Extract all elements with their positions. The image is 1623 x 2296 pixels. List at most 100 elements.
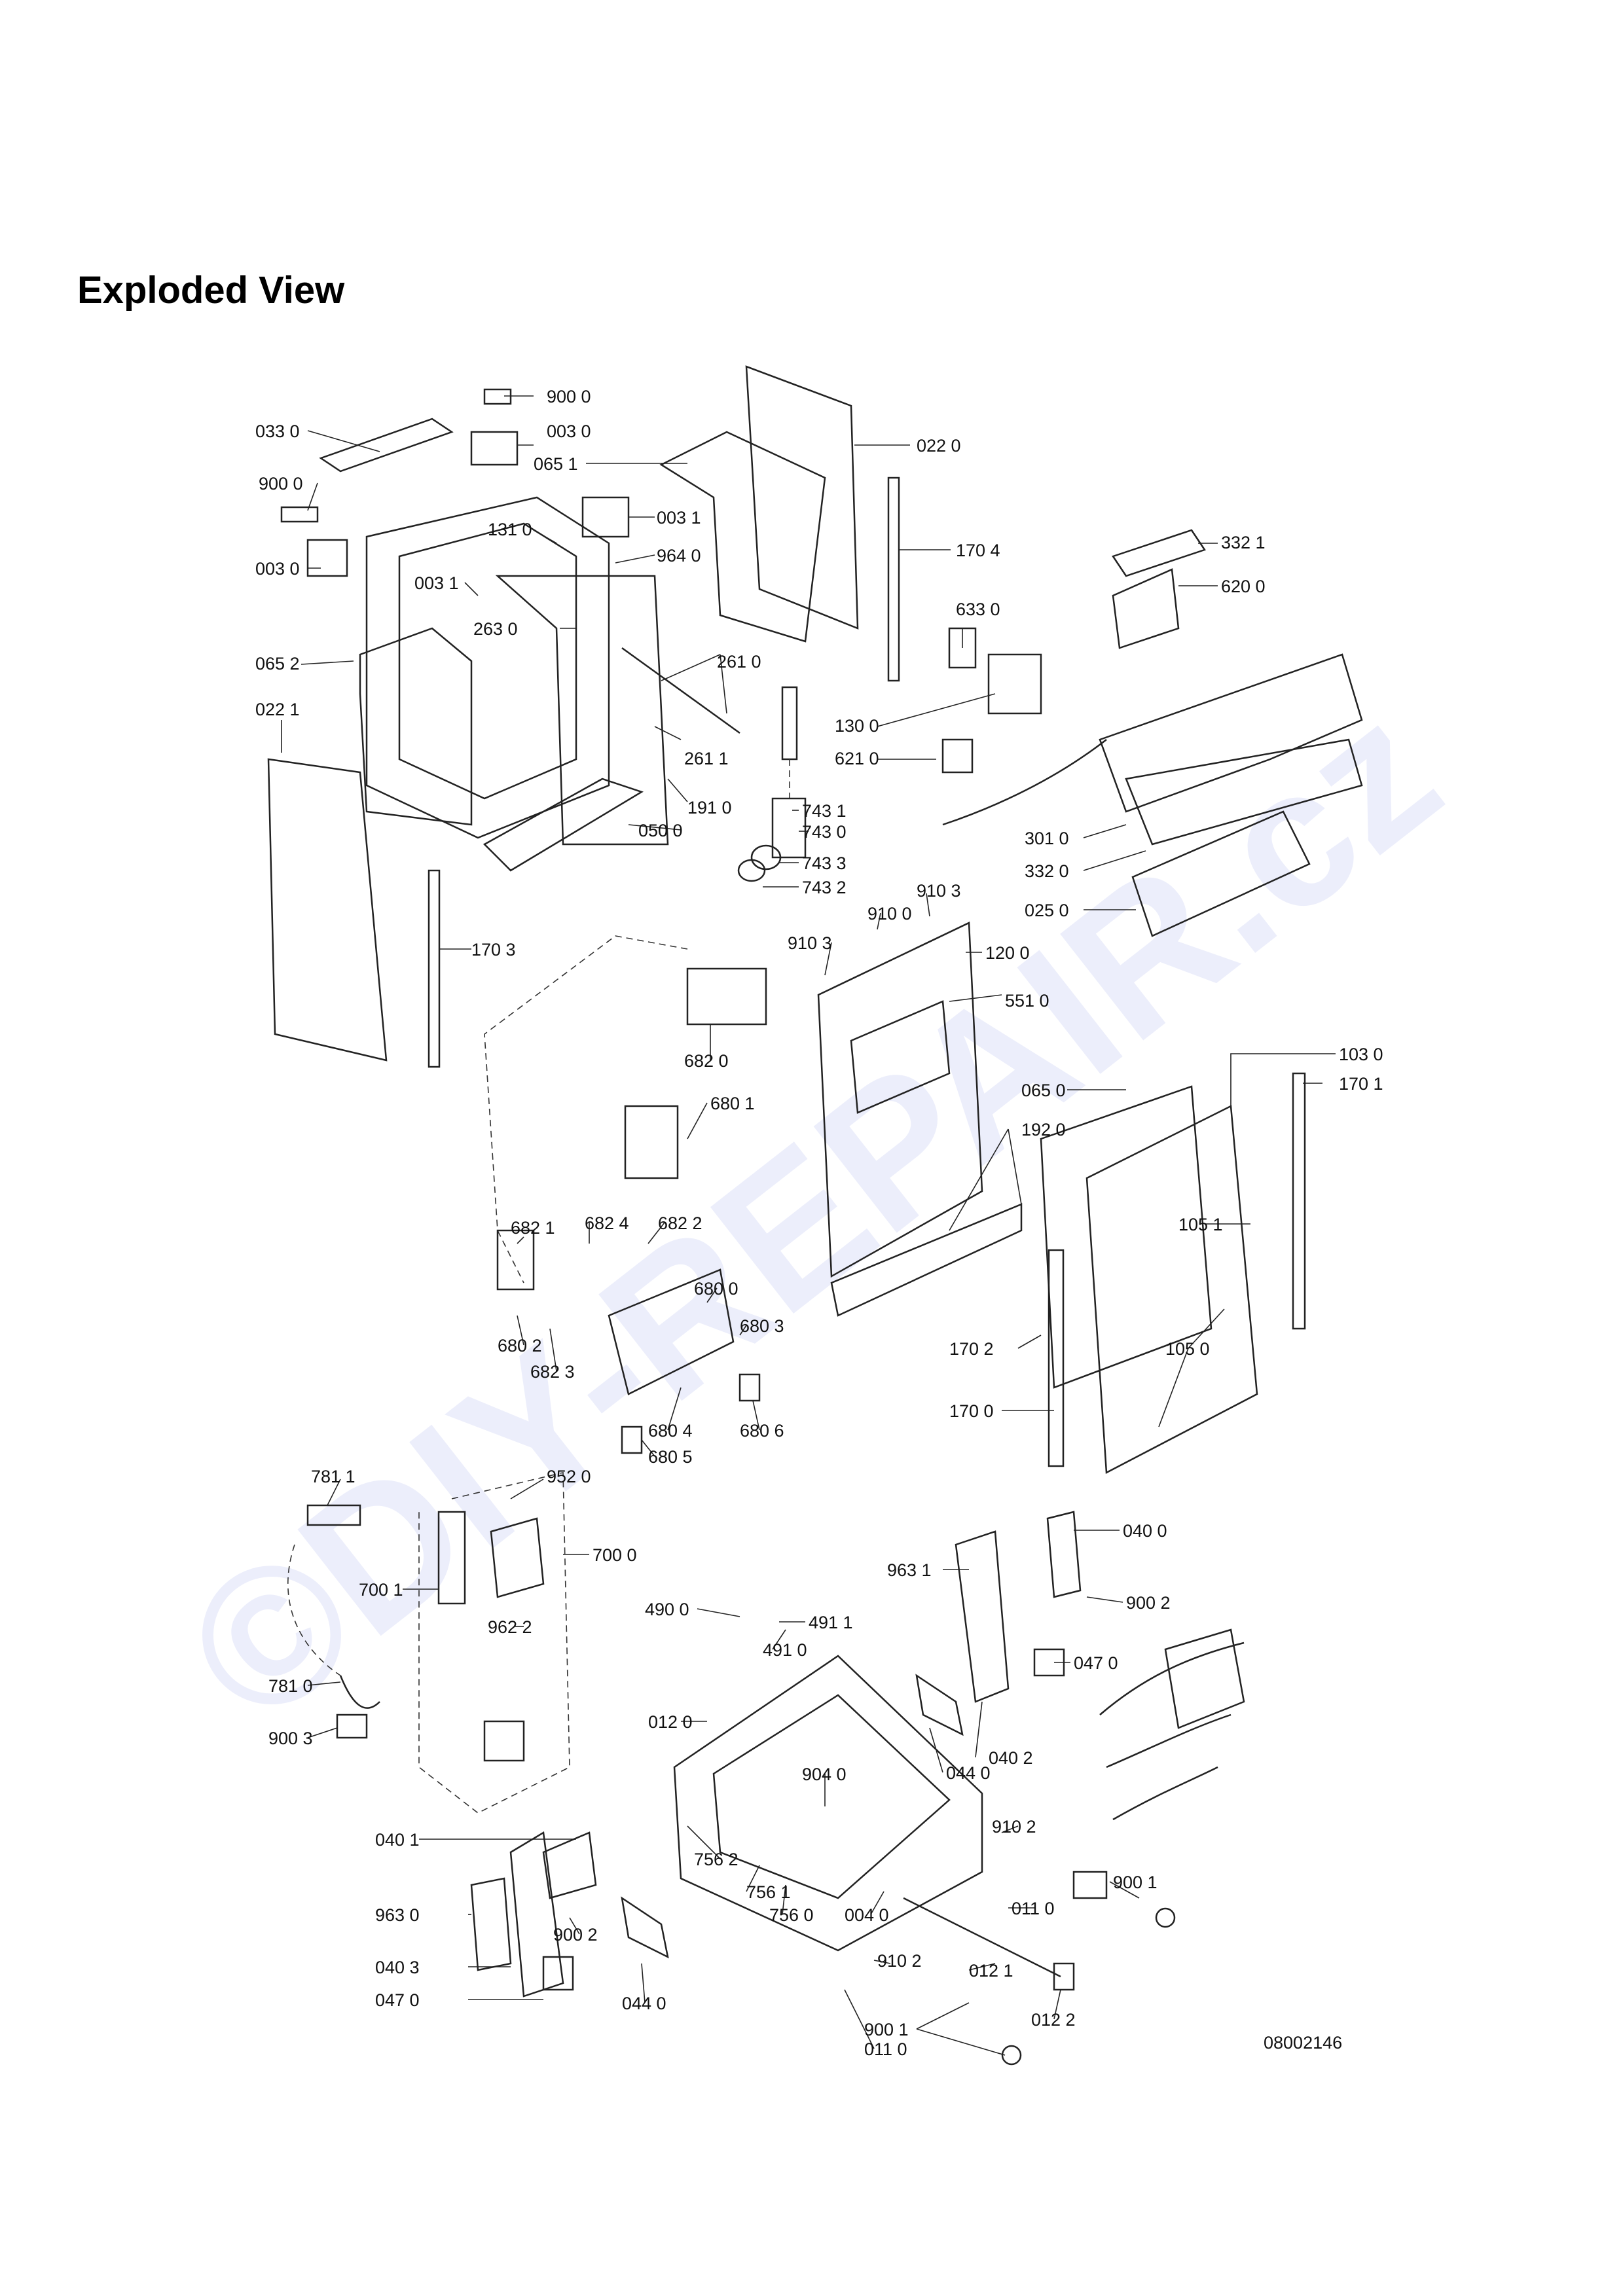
- part-label: 682 3: [530, 1362, 575, 1382]
- part-tub-body: [365, 496, 610, 839]
- part-label: 700 1: [359, 1580, 403, 1600]
- part-900-0-top: [483, 388, 512, 405]
- part-044-0-top: [915, 1674, 964, 1736]
- part-label: 012 0: [648, 1712, 693, 1732]
- part-label: 170 3: [471, 940, 516, 960]
- part-120-0: [817, 922, 983, 1278]
- part-781-1: [306, 1504, 361, 1526]
- part-170-0: [1048, 1249, 1065, 1467]
- part-labels: 900 0 033 0 003 0 065 1 022 0 900 0 131 …: [255, 387, 1383, 2059]
- part-261-0: [621, 647, 740, 734]
- part-harness: [1099, 1641, 1245, 1821]
- part-label: 756 1: [746, 1882, 791, 1902]
- part-743-2: [737, 859, 766, 882]
- part-label: 105 1: [1178, 1215, 1223, 1234]
- part-label: 301 0: [1025, 829, 1069, 848]
- part-label: 743 3: [802, 853, 847, 873]
- part-label: 003 1: [657, 508, 701, 528]
- part-label: 680 2: [498, 1336, 542, 1355]
- part-label: 040 2: [989, 1748, 1033, 1768]
- part-900-1-foot-a: [1155, 1907, 1176, 1928]
- part-label: 900 1: [864, 2020, 909, 2039]
- part-label: 025 0: [1025, 901, 1069, 920]
- part-003-0-top: [470, 431, 519, 466]
- part-label: 680 6: [740, 1421, 784, 1441]
- part-label: 022 0: [917, 436, 961, 456]
- part-label: 964 0: [657, 546, 701, 565]
- part-047-0-bottom: [542, 1956, 574, 1991]
- part-label: 743 2: [802, 878, 847, 897]
- part-040-3: [509, 1831, 564, 1998]
- part-012-2: [1053, 1962, 1075, 1991]
- part-cable: [942, 739, 1107, 826]
- part-label: 680 0: [694, 1279, 739, 1299]
- part-label: 682 0: [684, 1051, 729, 1071]
- part-label: 170 2: [949, 1339, 994, 1359]
- part-170-1: [1292, 1072, 1306, 1330]
- part-label: 551 0: [1005, 991, 1049, 1011]
- part-label: 900 2: [553, 1925, 598, 1945]
- part-label: 743 0: [802, 822, 847, 842]
- part-label: 012 1: [969, 1961, 1013, 1981]
- part-label: 680 3: [740, 1316, 784, 1336]
- part-label: 170 0: [949, 1401, 994, 1421]
- part-743-0: [771, 797, 807, 859]
- part-022-0: [745, 365, 859, 630]
- part-label: 680 1: [710, 1094, 755, 1113]
- part-base-tray-inner: [712, 1694, 951, 1899]
- part-label: 050 0: [638, 821, 683, 840]
- part-drawings: [267, 365, 1363, 2066]
- part-065-2: [359, 627, 473, 826]
- part-label: 620 0: [1221, 577, 1266, 596]
- part-781-0: [339, 1675, 380, 1709]
- part-label: 680 5: [648, 1447, 693, 1467]
- part-170-3: [428, 869, 441, 1068]
- leader-lines: [281, 395, 1336, 2056]
- part-743-3: [750, 844, 782, 870]
- part-040-0: [1046, 1511, 1082, 1598]
- part-label: 332 0: [1025, 861, 1069, 881]
- part-012-1: [903, 1897, 1061, 1978]
- part-964-0: [495, 575, 669, 846]
- part-label: 781 1: [311, 1467, 356, 1486]
- part-label: 910 2: [877, 1951, 922, 1971]
- part-680-5: [621, 1426, 643, 1454]
- page-title: Exploded View: [77, 269, 345, 312]
- part-label: 900 0: [547, 387, 591, 406]
- part-label: 962 2: [488, 1617, 532, 1637]
- part-label: 332 1: [1221, 533, 1266, 552]
- part-label: 633 0: [956, 600, 1000, 619]
- part-label: 910 0: [867, 904, 912, 924]
- part-label: 065 2: [255, 654, 300, 673]
- part-700-1: [437, 1511, 466, 1605]
- part-label: 682 4: [585, 1213, 629, 1233]
- part-025-0: [1131, 810, 1311, 937]
- part-label: 103 0: [1339, 1045, 1383, 1064]
- part-label: 040 0: [1123, 1521, 1167, 1541]
- part-label: 910 3: [917, 881, 961, 901]
- part-680-6: [739, 1373, 761, 1402]
- part-label: 682 2: [658, 1213, 702, 1233]
- part-label: 044 0: [946, 1763, 991, 1783]
- part-682-1: [496, 1229, 535, 1291]
- part-621-0: [941, 738, 974, 774]
- part-963-1: [955, 1530, 1010, 1703]
- part-label: 003 0: [547, 422, 591, 441]
- part-label: 756 0: [769, 1905, 814, 1925]
- part-label: 900 2: [1126, 1593, 1171, 1613]
- part-label: 900 1: [1113, 1873, 1158, 1892]
- part-label: 191 0: [687, 798, 732, 817]
- part-label: 120 0: [985, 943, 1030, 963]
- part-label: 491 1: [809, 1613, 853, 1632]
- part-inlet-lower: [483, 1720, 525, 1762]
- part-label: 040 1: [375, 1830, 420, 1850]
- part-label: 011 0: [864, 2039, 907, 2059]
- part-label: 781 0: [268, 1676, 313, 1696]
- part-label: 621 0: [835, 749, 879, 768]
- part-label: 033 0: [255, 422, 300, 441]
- part-551-0: [850, 1000, 951, 1114]
- part-label: 003 1: [414, 573, 459, 593]
- part-label: 047 0: [375, 1990, 420, 2010]
- part-harness-box: [1164, 1628, 1245, 1729]
